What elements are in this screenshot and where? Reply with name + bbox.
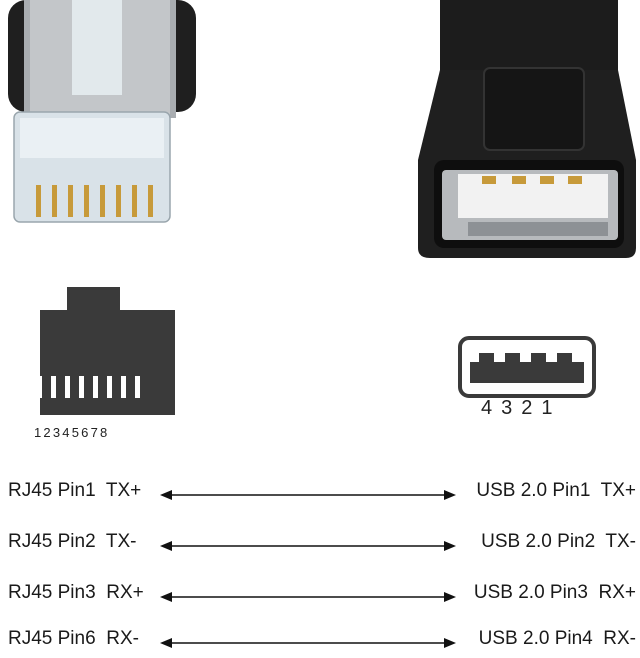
connection-row: RJ45 Pin6 RX- USB 2.0 Pin4 RX- bbox=[0, 628, 640, 658]
connection-row: RJ45 Pin3 RX+ USB 2.0 Pin3 RX+ bbox=[0, 582, 640, 612]
usb-pin-label: USB 2.0 Pin3 RX+ bbox=[473, 582, 636, 603]
double-arrow-icon bbox=[160, 592, 456, 602]
double-arrow-icon bbox=[160, 490, 456, 500]
rj45-plug-photo bbox=[8, 0, 196, 223]
double-arrow-icon bbox=[160, 541, 456, 551]
connection-row: RJ45 Pin1 TX+ USB 2.0 Pin1 TX+ bbox=[0, 480, 640, 510]
connection-row: RJ45 Pin2 TX- USB 2.0 Pin2 TX- bbox=[0, 531, 640, 561]
connector-photo bbox=[8, 0, 636, 258]
usb-female-photo bbox=[418, 0, 636, 258]
pinout-icons bbox=[37, 287, 596, 415]
rj45-plug-contacts bbox=[36, 185, 153, 217]
usb-pin-numbers: 4321 bbox=[481, 397, 562, 419]
rj45-pin-label: RJ45 Pin1 TX+ bbox=[8, 480, 142, 501]
rj45-port-icon bbox=[37, 287, 175, 415]
usb-pin-label: USB 2.0 Pin2 TX- bbox=[481, 531, 636, 552]
double-arrow-icon bbox=[160, 638, 456, 648]
usb-pin-label: USB 2.0 Pin4 RX- bbox=[478, 628, 636, 649]
rj45-pin-numbers: 12345678 bbox=[34, 425, 110, 440]
rj45-pin-label: RJ45 Pin2 TX- bbox=[8, 531, 137, 552]
usb-pin-label: USB 2.0 Pin1 TX+ bbox=[476, 480, 636, 501]
rj45-pin-label: RJ45 Pin6 RX- bbox=[8, 628, 139, 649]
usb-female-contacts bbox=[482, 176, 582, 184]
rj45-pin-label: RJ45 Pin3 RX+ bbox=[8, 582, 144, 603]
usb-port-icon bbox=[458, 336, 596, 398]
